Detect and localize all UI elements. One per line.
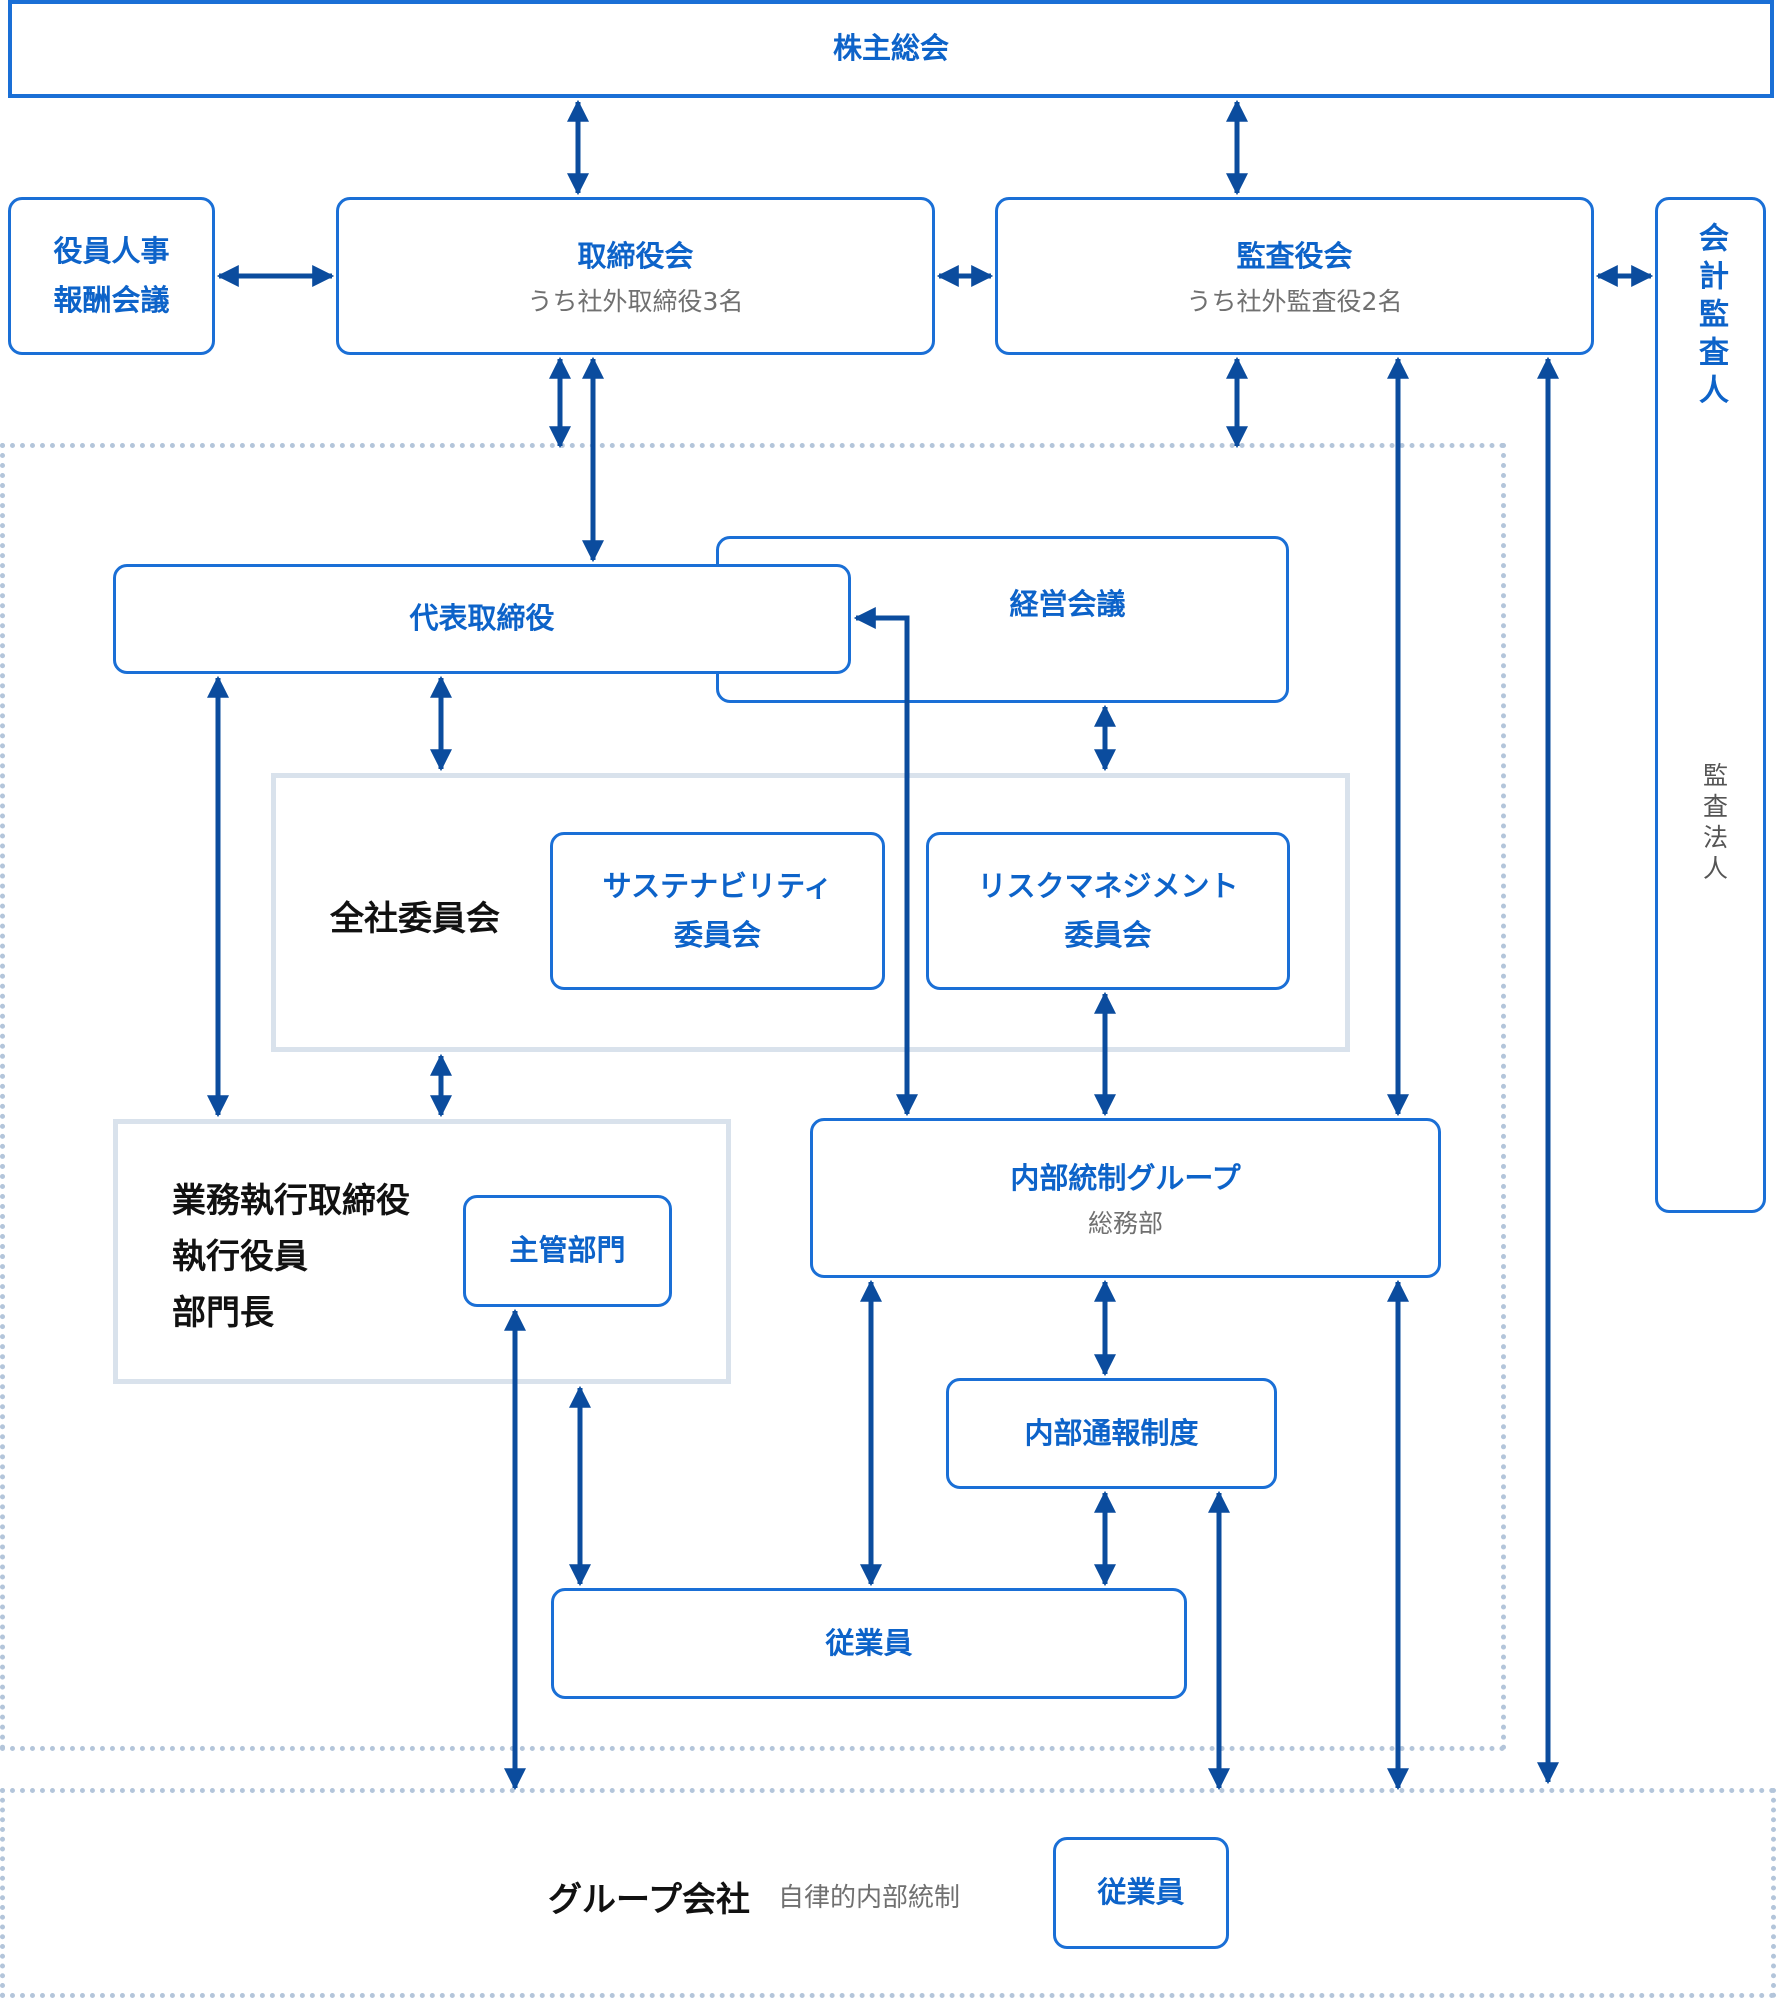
executives-line1: 業務執行取締役: [172, 1181, 410, 1221]
group-company-title: グループ会社: [548, 1880, 750, 1920]
company-committees-label: 全社委員会: [330, 899, 500, 939]
employees-label: 従業員: [825, 1625, 913, 1660]
audit-board-box: 監査役会 うち社外監査役2名: [995, 197, 1594, 355]
shareholders-meeting-box: 株主総会: [8, 0, 1774, 98]
internal-control-group-box: 内部統制グループ 総務部: [810, 1118, 1441, 1278]
nomination-line2: 報酬会議: [53, 283, 170, 317]
group-company-region: [0, 1788, 1776, 1998]
nomination-line1: 役員人事: [53, 233, 170, 268]
sustainability-line2: 委員会: [673, 918, 761, 952]
arrow-representative-internal-control: [853, 606, 919, 1117]
internal-control-title: 内部統制グループ: [1010, 1160, 1241, 1195]
group-employees-box: 従業員: [1053, 1837, 1229, 1949]
internal-control-region: [0, 443, 1506, 1751]
whistleblowing-system-box: 内部通報制度: [946, 1378, 1277, 1489]
auditor-note: 監査法人: [1699, 762, 1729, 886]
board-title: 取締役会: [577, 238, 694, 273]
audit-board-note: うち社外監査役2名: [1186, 286, 1403, 316]
whistleblowing-label: 内部通報制度: [1024, 1415, 1199, 1450]
sustainability-line1: サステナビリティ: [602, 868, 833, 903]
risk-line2: 委員会: [1064, 918, 1152, 952]
responsible-department-box: 主管部門: [463, 1195, 672, 1307]
audit-board-title: 監査役会: [1236, 238, 1353, 273]
management-meeting-label: 経営会議: [1009, 586, 1126, 621]
risk-committee-box: リスクマネジメント 委員会: [926, 832, 1290, 990]
board-note: うち社外取締役3名: [527, 286, 744, 316]
executives-line3: 部門長: [172, 1293, 274, 1333]
representative-label: 代表取締役: [409, 601, 555, 636]
nomination-compensation-box: 役員人事 報酬会議: [8, 197, 215, 355]
auditor-title: 会計監査人: [1693, 222, 1728, 412]
representative-director-box: 代表取締役: [113, 564, 851, 674]
internal-control-note: 総務部: [1087, 1208, 1163, 1238]
department-label: 主管部門: [509, 1233, 626, 1268]
group-employees-label: 従業員: [1097, 1875, 1185, 1910]
board-of-directors-box: 取締役会 うち社外取締役3名: [336, 197, 935, 355]
shareholders-meeting-label: 株主総会: [832, 31, 949, 66]
employees-box: 従業員: [551, 1588, 1187, 1699]
accounting-auditor-box: 会計監査人 監査法人: [1655, 197, 1766, 1213]
executives-line2: 執行役員: [172, 1237, 308, 1277]
group-company-note: 自律的内部統制: [778, 1883, 961, 1913]
risk-line1: リスクマネジメント: [977, 868, 1239, 903]
